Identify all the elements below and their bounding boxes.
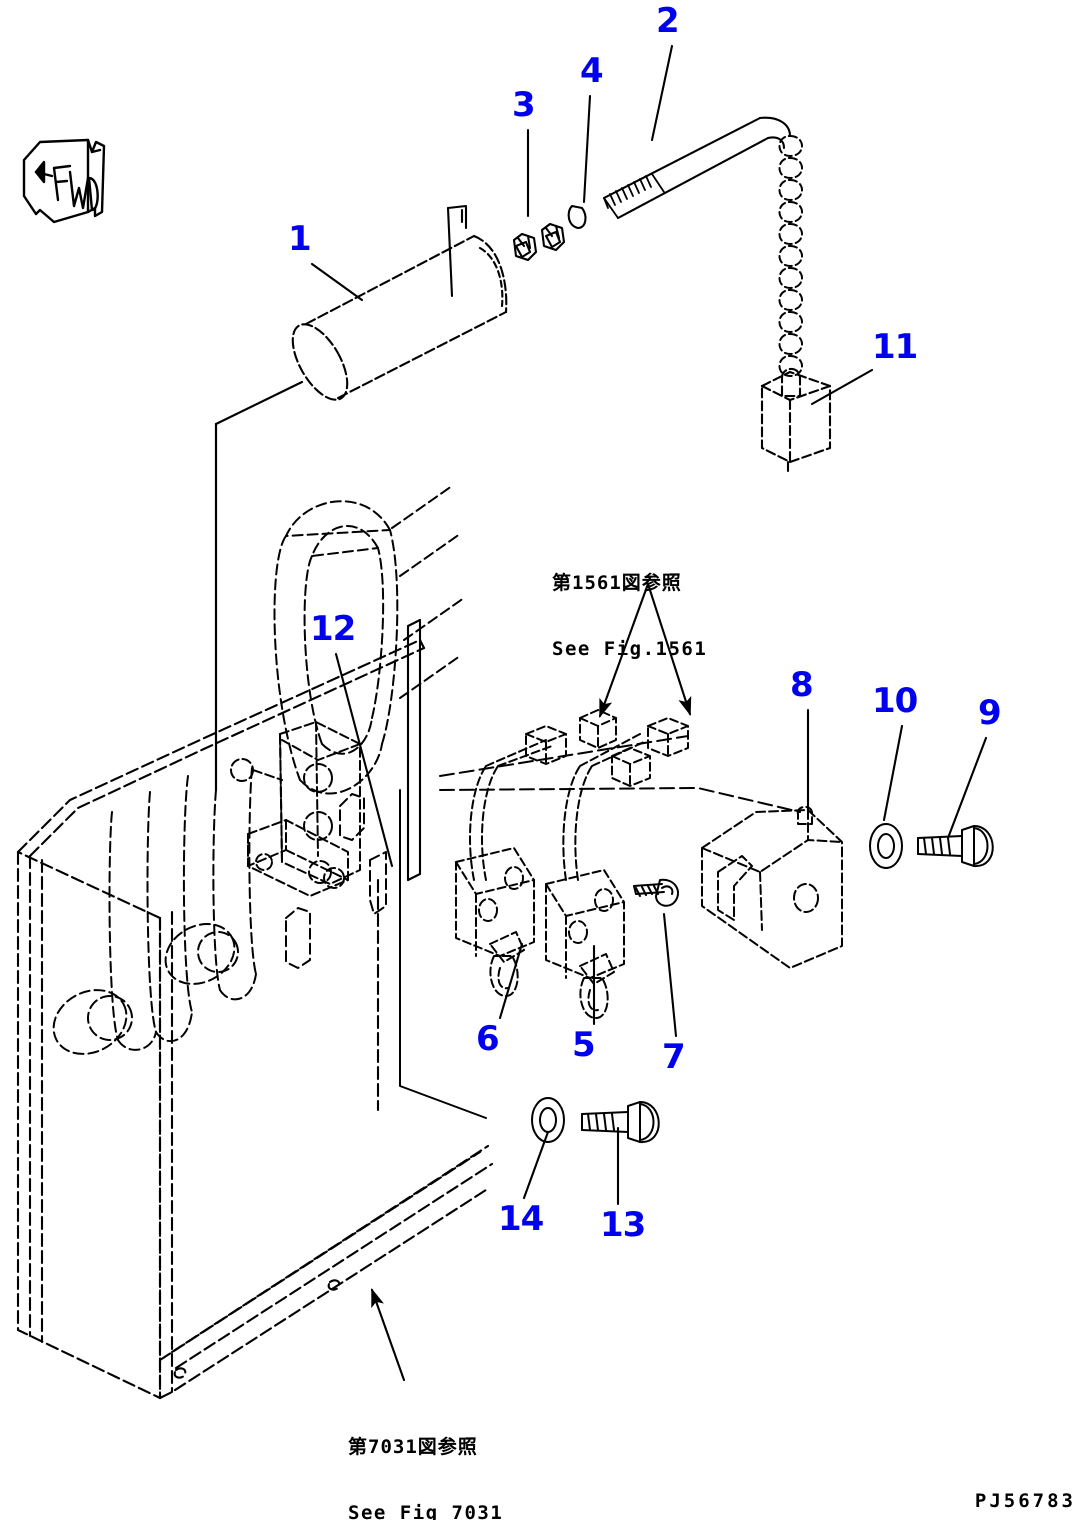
chain xyxy=(778,135,803,377)
part-9-bolt xyxy=(917,825,994,868)
fig-1561-arrows xyxy=(598,582,692,718)
part-2-eye-bolt xyxy=(602,116,792,220)
callout-14[interactable]: 14 xyxy=(498,1199,544,1239)
part-7-screw xyxy=(633,878,679,907)
callout-5[interactable]: 5 xyxy=(572,1025,596,1065)
callout-7[interactable]: 7 xyxy=(662,1037,686,1077)
callout-8[interactable]: 8 xyxy=(790,665,814,705)
leader-7 xyxy=(662,912,678,1038)
callout-1[interactable]: 1 xyxy=(288,219,312,259)
callout-12[interactable]: 12 xyxy=(310,609,356,649)
callout-2[interactable]: 2 xyxy=(656,1,680,41)
harness-run xyxy=(439,735,801,813)
panel-post xyxy=(406,618,422,882)
machine-body-panel xyxy=(16,638,494,1400)
callout-3[interactable]: 3 xyxy=(512,85,536,125)
part-5-switch xyxy=(545,869,625,1019)
part-1-mount-tab xyxy=(446,204,468,298)
leader-14 xyxy=(522,1130,550,1200)
leader-10 xyxy=(882,724,904,822)
wire-harness-left xyxy=(469,709,617,881)
callout-9[interactable]: 9 xyxy=(978,693,1002,733)
part-3-nut xyxy=(512,232,538,262)
callout-6[interactable]: 6 xyxy=(476,1019,500,1059)
reference-note-fig-7031: 第7031図参照 See Fig 7031 xyxy=(348,1392,503,1520)
leader-9 xyxy=(946,736,988,840)
reference-note-japanese: 第7031図参照 xyxy=(348,1436,478,1458)
reference-note-japanese: 第1561図参照 xyxy=(552,572,682,594)
leader-6 xyxy=(498,942,524,1020)
callout-13[interactable]: 13 xyxy=(600,1205,646,1245)
part-13-bolt xyxy=(581,1101,660,1144)
reference-note-fig-1561: 第1561図参照 See Fig.1561 xyxy=(552,528,707,704)
part-8-mounting-bracket xyxy=(701,806,843,969)
leader-1 xyxy=(310,262,364,302)
part-4-washer xyxy=(540,204,587,252)
callout-11[interactable]: 11 xyxy=(872,327,918,367)
leader-4 xyxy=(582,94,592,204)
leader-12 xyxy=(334,652,394,868)
callout-10[interactable]: 10 xyxy=(872,681,918,721)
part-6-switch xyxy=(455,847,535,997)
callout-4[interactable]: 4 xyxy=(580,51,604,91)
part-1-leader-stem xyxy=(214,380,304,792)
part-12-reference-line xyxy=(399,789,487,1119)
reference-note-english: See Fig 7031 xyxy=(348,1502,504,1520)
wire-harness-right xyxy=(562,717,689,881)
fwd-marker-icon xyxy=(22,138,106,224)
fig-7031-arrow xyxy=(370,1288,406,1382)
part-14-washer xyxy=(531,1097,565,1143)
drawing-code: PJ56783 xyxy=(974,1490,1076,1512)
leader-11 xyxy=(810,368,874,406)
reference-note-english: See Fig.1561 xyxy=(552,638,708,660)
leader-2 xyxy=(650,44,674,142)
part-1-cylinder xyxy=(291,234,508,401)
part-10-washer xyxy=(869,823,903,869)
part-12-hinge-bracket xyxy=(230,721,361,897)
part-11-weight-block xyxy=(760,367,832,476)
panel-cutouts xyxy=(52,485,465,1055)
callout-leaders xyxy=(310,44,988,1206)
